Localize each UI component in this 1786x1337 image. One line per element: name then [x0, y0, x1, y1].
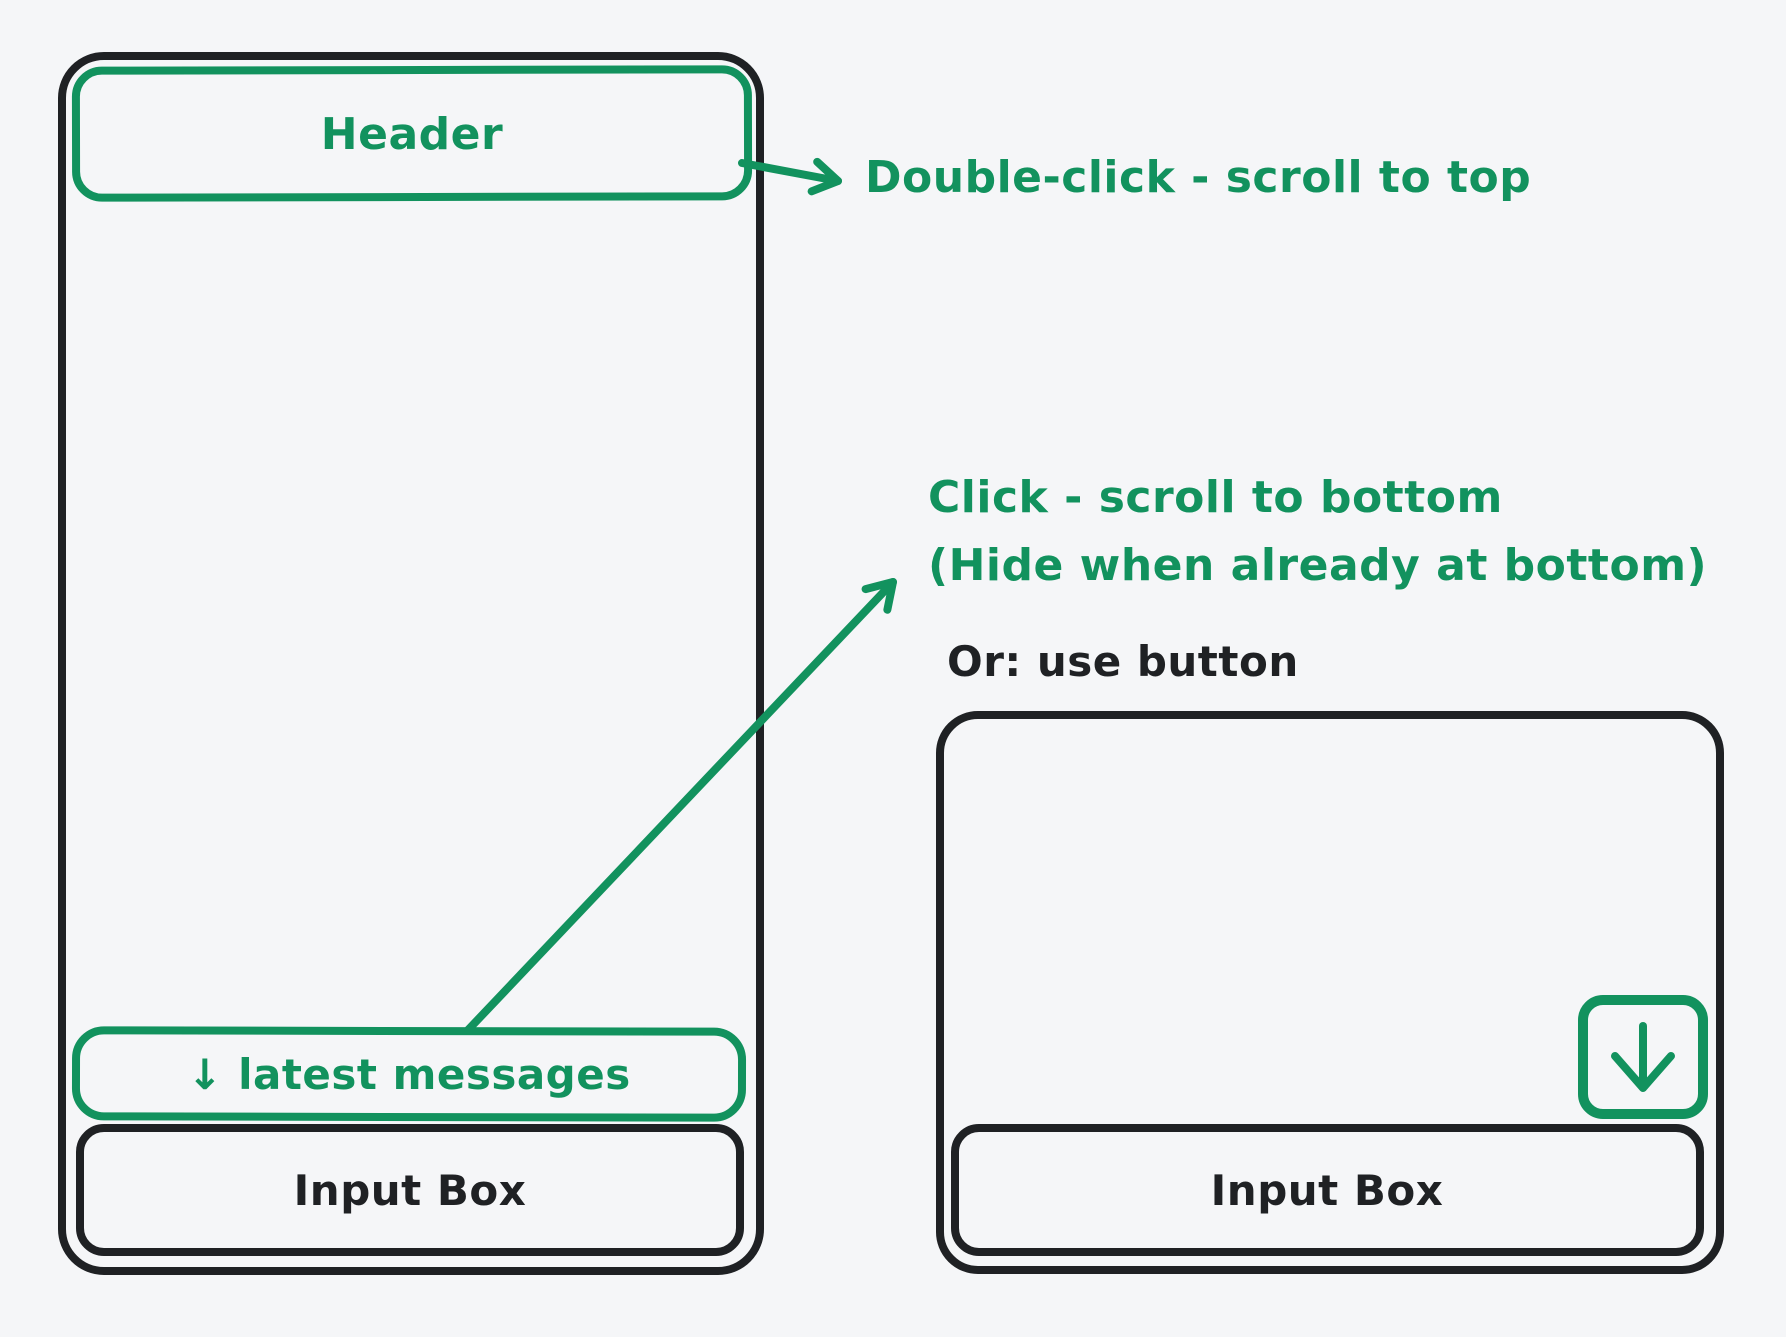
- chat-input-box[interactable]: [76, 1124, 744, 1256]
- down-arrow-icon: [1611, 1022, 1675, 1092]
- chat-header-label: Header: [321, 109, 503, 160]
- latest-messages-label: ↓ latest messages: [187, 1050, 630, 1099]
- scroll-to-bottom-button[interactable]: [1578, 995, 1708, 1119]
- alternative-note-text: Or: use button: [947, 637, 1299, 686]
- latest-messages-pill[interactable]: [71, 1026, 747, 1122]
- button-variant-mockup: Input Box: [936, 711, 1724, 1274]
- button-variant-frame: [936, 711, 1724, 1274]
- pill-note-arrow: [464, 578, 897, 1034]
- pill-note-text-line2: (Hide when already at bottom): [928, 540, 1707, 591]
- chat-header-box[interactable]: [71, 65, 753, 202]
- chat-window-mockup: Header ↓ latest messages Input Box: [58, 52, 764, 1275]
- header-note-text: Double-click - scroll to top: [865, 152, 1531, 203]
- chat-window-frame: [58, 52, 764, 1275]
- button-variant-input-box[interactable]: [951, 1124, 1704, 1256]
- button-variant-input-label: Input Box: [1211, 1166, 1444, 1215]
- header-note-arrow: [738, 157, 842, 196]
- chat-input-label: Input Box: [294, 1166, 527, 1215]
- pill-note-text-line1: Click - scroll to bottom: [928, 472, 1503, 523]
